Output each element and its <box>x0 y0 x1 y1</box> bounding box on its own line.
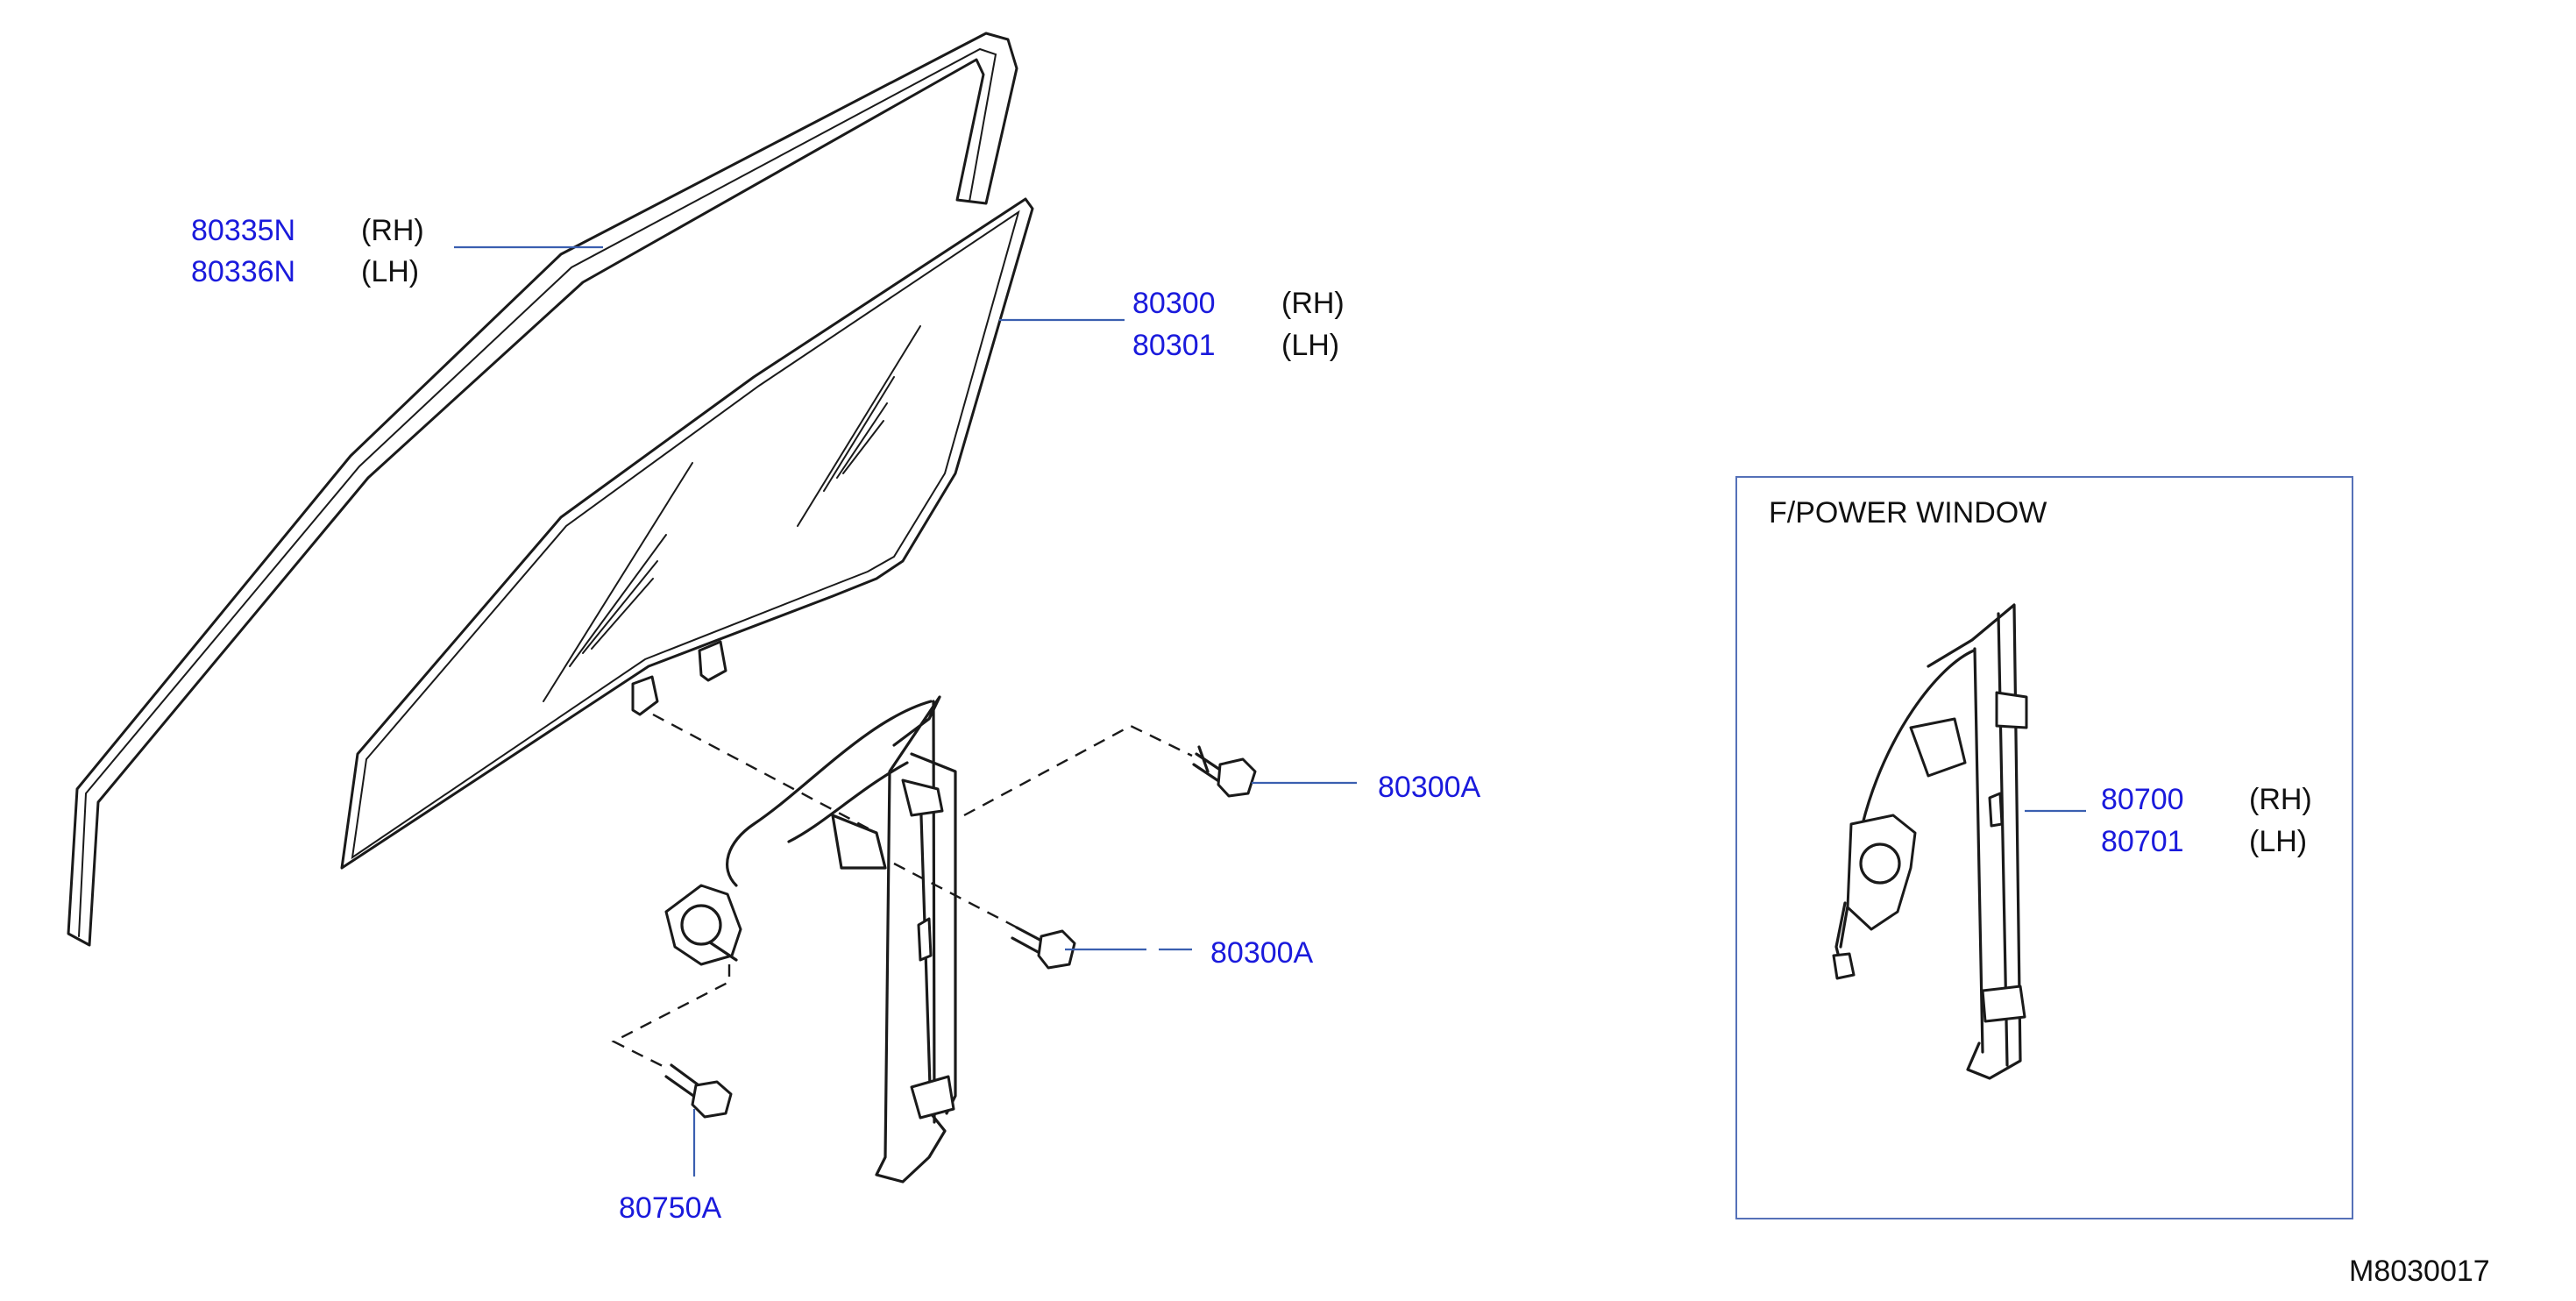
part-number-regulator-rh[interactable]: 80700 <box>2101 783 2184 816</box>
part-number-bolt-lower[interactable]: 80300A <box>1210 936 1314 970</box>
part-number-bolt-motor[interactable]: 80750A <box>619 1191 722 1225</box>
part-number-glass-lh[interactable]: 80301 <box>1132 329 1216 362</box>
diagram-code: M8030017 <box>2349 1255 2490 1288</box>
side-label-regulator-lh: (LH) <box>2249 825 2308 858</box>
bolt-lower-part[interactable] <box>1011 926 1076 970</box>
leader-lines <box>454 245 2086 1177</box>
part-number-molding-rh[interactable]: 80335N <box>191 214 296 247</box>
side-label-regulator-rh: (RH) <box>2249 783 2312 816</box>
power-window-regulator-assembly[interactable] <box>1832 603 2028 1080</box>
side-label-glass-lh: (LH) <box>1281 329 1340 362</box>
side-label-molding-rh: (RH) <box>361 214 424 247</box>
side-label-molding-lh: (LH) <box>361 255 420 288</box>
part-number-molding-lh[interactable]: 80336N <box>191 255 296 288</box>
bolt-upper-part[interactable] <box>1192 745 1257 798</box>
assembly-dashed-lines <box>611 713 1193 1070</box>
power-window-inset-frame <box>1735 476 2353 1219</box>
part-number-bolt-upper[interactable]: 80300A <box>1378 771 1481 804</box>
inset-title: F/POWER WINDOW <box>1769 496 2047 530</box>
door-glass-part[interactable] <box>340 197 1034 870</box>
part-number-glass-rh[interactable]: 80300 <box>1132 287 1216 320</box>
part-number-regulator-lh[interactable]: 80701 <box>2101 825 2184 858</box>
manual-regulator-assembly[interactable] <box>664 695 957 1184</box>
side-label-glass-rh: (RH) <box>1281 287 1345 320</box>
bolt-motor-part[interactable] <box>664 1063 733 1119</box>
door-sash-molding-part[interactable] <box>67 32 1018 947</box>
